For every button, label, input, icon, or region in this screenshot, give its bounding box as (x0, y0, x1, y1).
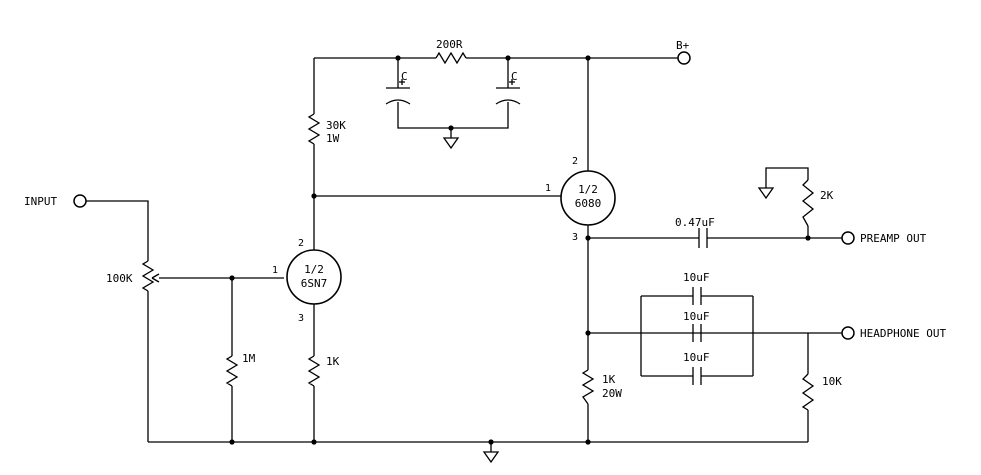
label-047uf: 0.47uF (675, 216, 715, 229)
label-200r: 200R (436, 38, 463, 51)
preamp-out-terminal (841, 231, 855, 245)
pot-wiper-arrow (151, 273, 160, 283)
capacitor-10uf-bot (692, 367, 702, 385)
tube-6sn7-line2: 6SN7 (301, 277, 328, 290)
label-2k: 2K (820, 189, 834, 202)
tube-6080 (560, 170, 616, 226)
label-c-left: C (401, 70, 408, 83)
label-10uf-top: 10uF (683, 271, 710, 284)
tube-6sn7-pin-plate: 2 (298, 238, 304, 249)
tube-6sn7-pin-grid: 1 (272, 265, 278, 276)
label-30k: 30K (326, 119, 346, 132)
label-c-right: C (511, 70, 518, 83)
label-10uf-bot: 10uF (683, 351, 710, 364)
tube-6sn7-pin-cathode: 3 (298, 313, 304, 324)
label-input: INPUT (24, 195, 57, 208)
tube-6080-pin-cathode: 3 (572, 232, 578, 243)
tube-6080-line1: 1/2 (578, 183, 598, 196)
resistor-2k (801, 179, 815, 227)
junction-nodes (229, 55, 811, 445)
resistor-1k-20w (581, 369, 595, 405)
ground-icon (482, 451, 500, 464)
label-b-plus: B+ (676, 39, 690, 52)
label-10uf-mid: 10uF (683, 310, 710, 323)
input-terminal (73, 194, 87, 208)
capacitor-c-right (495, 79, 521, 105)
tube-6080-pin-plate: 2 (572, 156, 578, 167)
resistor-10k (801, 373, 815, 411)
b-plus-terminal (677, 51, 691, 65)
resistor-200r (435, 51, 467, 65)
potentiometer-100k (141, 260, 155, 292)
tube-6sn7-line1: 1/2 (304, 263, 324, 276)
label-1k-20w-rating: 20W (602, 387, 622, 400)
tube-6sn7 (286, 249, 342, 305)
capacitor-c-left (385, 79, 411, 105)
headphone-out-terminal (841, 326, 855, 340)
label-30k-1w: 1W (326, 132, 340, 145)
label-headphone-out: HEADPHONE OUT (860, 327, 946, 340)
resistor-1k-cathode (307, 355, 321, 387)
capacitor-10uf-mid (692, 324, 702, 342)
ground-icon (442, 137, 460, 150)
label-1k-20w-value: 1K (602, 373, 616, 386)
label-1k-cathode: 1K (326, 355, 340, 368)
label-1m: 1M (242, 352, 256, 365)
ground-icon (757, 187, 775, 200)
wires (86, 57, 842, 452)
capacitor-047uf (698, 228, 708, 248)
label-10k: 10K (822, 375, 842, 388)
resistor-30k (307, 113, 321, 145)
label-100k: 100K (106, 272, 133, 285)
resistor-1m (225, 355, 239, 387)
label-preamp-out: PREAMP OUT (860, 232, 927, 245)
capacitor-10uf-top (692, 287, 702, 305)
tube-6080-pin-grid: 1 (545, 183, 551, 194)
tube-6080-line2: 6080 (575, 197, 602, 210)
